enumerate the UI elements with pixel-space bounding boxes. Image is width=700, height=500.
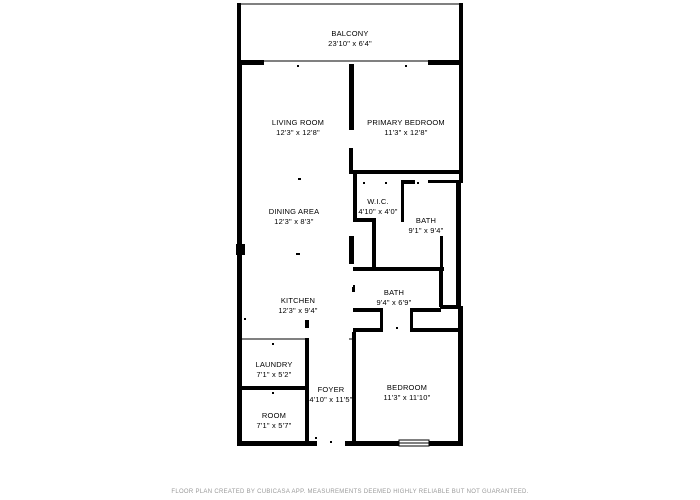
room-name: PRIMARY BEDROOM bbox=[367, 118, 445, 127]
disclaimer-footer: FLOOR PLAN CREATED BY CUBICASA APP. MEAS… bbox=[171, 489, 529, 495]
balcony-outline bbox=[237, 3, 463, 63]
room-dimensions: 12'3" x 9'4" bbox=[278, 306, 318, 315]
room-label-bath-1: BATH 9'1" x 9'4" bbox=[409, 216, 444, 236]
room-label-bath-2: BATH 9'4" x 6'9" bbox=[377, 288, 412, 308]
room-dimensions: 11'3" x 11'10" bbox=[383, 393, 431, 402]
room-name: BEDROOM bbox=[386, 383, 428, 392]
room-name: KITCHEN bbox=[280, 296, 316, 305]
room-dimensions: 12'3" x 12'8" bbox=[276, 128, 320, 137]
room-dimensions: 9'1" x 9'4" bbox=[408, 226, 444, 235]
room-dimensions: 7'1" x 5'2" bbox=[256, 370, 292, 379]
room-label-room: ROOM 7'1" x 5'7" bbox=[257, 411, 292, 431]
room-name: DINING AREA bbox=[268, 207, 320, 216]
room-name: LAUNDRY bbox=[255, 360, 293, 369]
room-label-laundry: LAUNDRY 7'1" x 5'2" bbox=[255, 360, 292, 380]
thin-lines bbox=[241, 60, 428, 340]
room-dimensions: 7'1" x 5'7" bbox=[256, 421, 292, 430]
room-name: BALCONY bbox=[331, 29, 369, 38]
room-name: FOYER bbox=[317, 385, 345, 394]
room-name: BATH bbox=[415, 216, 437, 225]
room-label-wic: W.I.C. 4'10" x 4'0" bbox=[358, 197, 397, 217]
room-name: W.I.C. bbox=[367, 197, 389, 206]
room-name: LIVING ROOM bbox=[271, 118, 325, 127]
room-dimensions: 11'3" x 12'8" bbox=[384, 128, 428, 137]
room-label-balcony: BALCONY 23'10" x 6'4" bbox=[328, 29, 372, 49]
bedroom-window bbox=[398, 439, 430, 447]
room-name: ROOM bbox=[261, 411, 287, 420]
room-label-primary-bedroom: PRIMARY BEDROOM 11'3" x 12'8" bbox=[367, 118, 445, 138]
room-dimensions: 23'10" x 6'4" bbox=[328, 39, 372, 48]
interior-walls bbox=[241, 64, 461, 446]
room-dimensions: 12'3" x 8'3" bbox=[274, 217, 314, 226]
room-label-bedroom: BEDROOM 11'3" x 11'10" bbox=[384, 383, 431, 403]
room-dimensions: 4'10" x 4'0" bbox=[358, 207, 398, 216]
room-label-kitchen: KITCHEN 12'3" x 9'4" bbox=[278, 296, 317, 316]
room-dimensions: 4'10" x 11'5" bbox=[309, 395, 353, 404]
room-label-dining-area: DINING AREA 12'3" x 8'3" bbox=[269, 207, 320, 227]
room-label-living-room: LIVING ROOM 12'3" x 12'8" bbox=[272, 118, 324, 138]
room-name: BATH bbox=[383, 288, 405, 297]
room-label-foyer: FOYER 4'10" x 11'5" bbox=[309, 385, 352, 405]
room-dimensions: 9'4" x 6'9" bbox=[376, 298, 412, 307]
fixture-marks bbox=[238, 20, 461, 443]
